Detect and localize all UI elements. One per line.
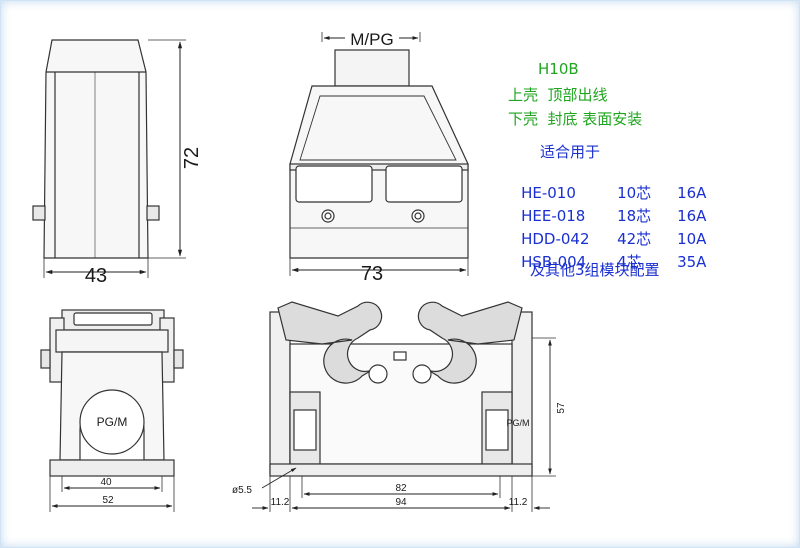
insert-row: HE-010 10芯 16A [502,164,706,221]
insert-model: HDD-042 [521,230,590,248]
upper-housing-desc: 上壳 顶部出线 [508,86,608,104]
cable-entry-label: M/PG [350,30,393,49]
model-title: H10B [538,60,579,78]
dim-flange-right-label: 11.2 [509,497,528,508]
insert-row: HDD-042 42芯 10A [502,210,706,267]
insert-current: 16A [677,184,707,202]
insert-current: 35A [677,253,707,271]
dim-hole-spacing-label: 82 [395,483,407,494]
insert-cores: 18芯 [617,207,652,225]
lower-housing-desc: 下壳 封底 表面安装 [508,110,643,128]
insert-cores: 10芯 [617,184,652,202]
front-view-base [252,301,556,512]
insert-row: HEE-018 18芯 16A [502,187,706,244]
dim-base-height-label: 57 [556,402,567,414]
front-view-top [289,32,469,276]
other-modules-note: 及其他3组模块配置 [530,261,660,279]
insert-cores: 4芯 [617,253,642,271]
dim-base-length-label: 94 [395,497,407,508]
insert-current: 10A [677,230,707,248]
insert-cores: 42芯 [617,230,652,248]
insert-model: HE-010 [521,184,576,202]
insert-model: HEE-018 [521,207,586,225]
cable-entry-side-label: PG/M [506,418,529,428]
side-view-top [32,39,186,278]
dim-outer-width-label: 52 [102,495,114,506]
insert-model: HSB-004 [521,253,587,271]
dim-flange-left-label: 11.2 [271,497,290,508]
dim-inner-width-label: 40 [100,477,112,488]
insert-row: HSB-004 4芯 35A [502,233,706,290]
cable-entry-base-label: PG/M [97,415,128,429]
dim-depth-label: 43 [85,265,107,287]
dim-width-label: 73 [361,263,383,285]
side-view-base [40,309,184,512]
compat-heading: 适合用于 [540,143,601,161]
dim-height-label: 72 [181,147,203,169]
insert-current: 16A [677,207,707,225]
dim-hole-diameter-label: ø5.5 [232,485,252,496]
